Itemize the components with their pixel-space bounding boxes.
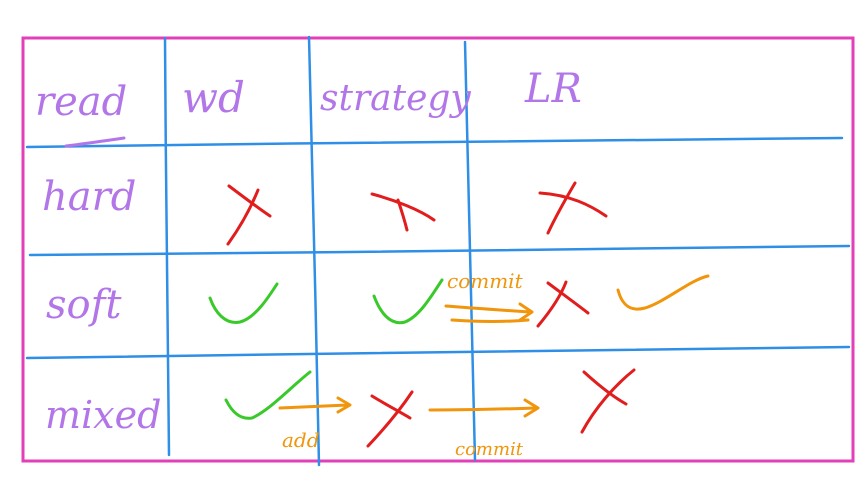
commit-arrow-icon xyxy=(444,302,534,323)
cross-mark-icon-stroke xyxy=(226,188,260,246)
cross-mark-icon xyxy=(582,370,628,406)
cell-soft-wd xyxy=(208,282,279,324)
check-mark-icon xyxy=(208,282,279,324)
cell-soft-strategy xyxy=(372,278,444,325)
column-header-lr: LR xyxy=(524,66,582,112)
check-mark-icon xyxy=(224,370,312,420)
grid-horizontal-line-3 xyxy=(25,345,851,360)
corner-label: read xyxy=(35,79,127,125)
cross-mark-icon xyxy=(370,394,412,420)
cross-mark-icon xyxy=(370,192,436,222)
column-header-wd: wd xyxy=(182,73,245,122)
corner-label-underline xyxy=(64,136,126,148)
check-mark-icon xyxy=(616,274,710,311)
cross-mark-icon-stroke xyxy=(546,181,577,235)
grid-vertical-line-1 xyxy=(163,36,171,457)
grid-horizontal-line-1 xyxy=(25,136,844,149)
cell-mixed-lr xyxy=(580,368,636,434)
cross-mark-icon xyxy=(546,281,590,315)
row-label-soft: soft xyxy=(46,282,122,328)
row-label-hard: hard xyxy=(42,174,136,220)
cross-mark-icon-stroke xyxy=(536,280,568,328)
mixed-add-note: add xyxy=(282,428,320,452)
cell-hard-strategy xyxy=(370,192,436,232)
cell-mixed-strategy: commit xyxy=(366,390,540,460)
column-header-strategy: strategy xyxy=(320,78,471,119)
grid-horizontal-line-2 xyxy=(28,244,851,257)
grid-vertical-line-2 xyxy=(307,35,321,467)
add-arrow-icon xyxy=(278,396,352,414)
commit-arrow-icon xyxy=(428,398,540,418)
cell-hard-wd xyxy=(226,184,272,246)
cross-mark-icon-stroke xyxy=(396,198,409,232)
cross-mark-icon-stroke xyxy=(366,390,414,448)
cross-mark-icon-stroke xyxy=(580,368,636,434)
cell-soft-lr: commit xyxy=(444,269,710,328)
check-mark-icon xyxy=(372,278,444,325)
mixed-commit-note: commit xyxy=(455,439,524,460)
table-frame xyxy=(21,36,855,463)
row-label-mixed: mixed xyxy=(45,393,161,437)
soft-commit-note: commit xyxy=(447,269,524,293)
cross-mark-icon xyxy=(538,191,608,218)
cell-hard-lr xyxy=(538,181,608,235)
cell-mixed-wd: add xyxy=(224,370,352,452)
